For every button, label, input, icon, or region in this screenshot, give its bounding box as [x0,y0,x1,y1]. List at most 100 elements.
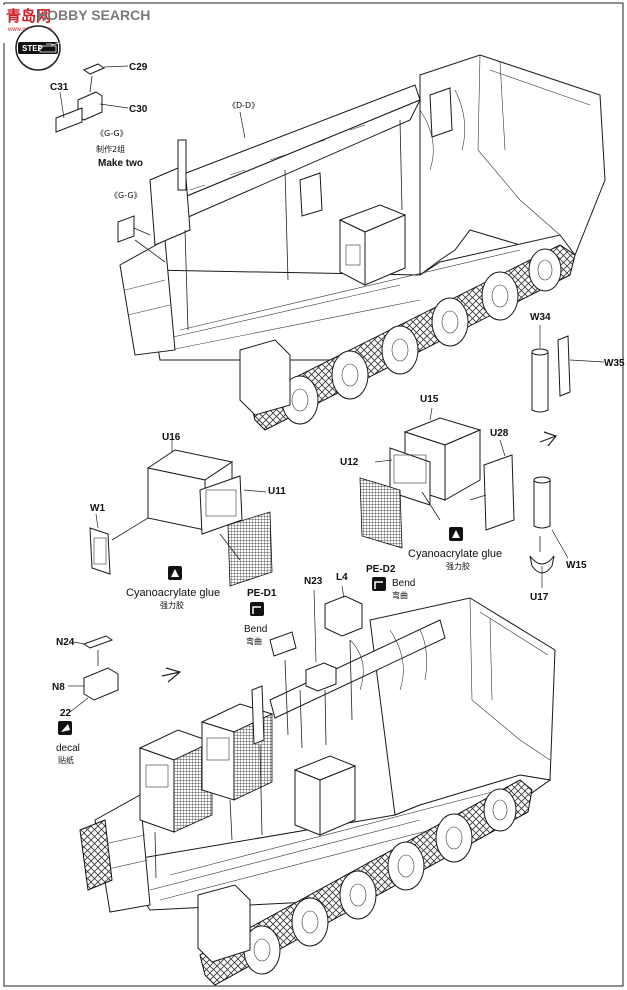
lower-hull-right-wall-detail [469,597,551,761]
watermark-brand-text: HOBBY SEARCH [37,7,150,23]
part-w34-icon [531,351,549,413]
label-n8: N8 [52,682,65,693]
front-housing-lower [197,884,251,963]
part-u28-icon [483,454,515,531]
part-w15-icon [533,479,551,529]
installed-box-left-frame [145,764,169,788]
label-w15: W15 [566,560,587,571]
box-left-panel-u11 [199,475,243,535]
label-c31: C31 [50,82,69,93]
label-bend-left-en: Bend [244,624,267,635]
bend-note-right [372,577,386,591]
part-w15-u17 [529,476,569,588]
label-dd: 《D-D》 [228,101,259,110]
label-w35: W35 [604,358,625,369]
label-u28: U28 [490,428,509,439]
label-u12: U12 [340,457,359,468]
bracket-c29-c30-c31 [55,63,129,133]
equipment-box-hatch [345,244,361,266]
bracket-gg-upright [177,139,187,191]
hull-right-wall [419,54,606,276]
glue-note-left-en: Cyanoacrylate glue [126,587,220,599]
road-wheels-lower [243,788,517,975]
decal-note [58,721,72,735]
part-l4-icon [324,595,363,637]
mesh-pe-d1 [227,511,273,587]
label-w1: W1 [90,503,105,514]
glue-note-left [168,566,182,580]
lower-hull-assembly [68,585,556,986]
label-pe-d1: PE-D1 [247,588,277,599]
label-decal-num: 22 [60,708,72,719]
label-n24: N24 [56,637,75,648]
hull-floor-rails [159,249,521,351]
mesh-pe-d2 [359,477,403,549]
glue-note-right [449,527,463,541]
part-u17-icon [529,555,555,574]
part-gg-left [117,215,151,243]
hull-cables [419,89,466,171]
lower-equipment-box-side [319,765,356,836]
installed-box-left-front [139,747,175,833]
box-left-panel-frame [205,489,237,517]
part-gg-left-icon [117,215,135,243]
box-right-panel-frame [393,454,427,484]
label-l4: L4 [336,572,348,583]
label-bend-right-en: Bend [392,578,415,589]
hull-fitting-lower-a [269,631,297,657]
panel-dd-holes [189,124,366,191]
glue-note-right-cn: 强力胶 [446,561,470,571]
part-c31-icon [55,107,83,133]
label-decal-cn: 贴纸 [58,755,74,765]
label-pe-d2: PE-D2 [366,564,396,575]
flow-arrow-icon-right [539,431,558,447]
lower-hull-cables [349,629,427,691]
box-u16-u11-assembly [89,440,273,587]
glue-note-right-en: Cyanoacrylate glue [408,548,502,560]
label-w34: W34 [530,312,551,323]
part-w34-w35 [531,325,605,413]
step-badge-bar [18,42,58,54]
box-u12-u15-assembly [359,407,515,549]
label-decal-en: decal [56,743,80,754]
label-gg-top: 《G-G》 [96,129,128,138]
label-c29: C29 [129,62,148,73]
front-housing-upper [239,339,291,416]
watermark-cn-text: 青岛网 [6,7,51,25]
glue-note-left-cn: 强力胶 [160,600,184,610]
part-c29-icon [82,63,106,75]
assembly-arrows-lower [154,639,353,879]
hull-fitting-lower-b [251,685,265,745]
label-bend-left-cn: 弯曲 [246,636,262,646]
bend-icon-right [372,577,386,591]
page-border [3,2,624,987]
lower-equipment-box-front [294,769,321,836]
hull-rear-wall-detail [124,279,171,316]
hull-fitting-a [429,87,453,138]
step-tank-icon [39,42,61,53]
hull-fitting-b [299,172,323,217]
assembly-arrows-upper [134,119,403,331]
part-n23-icon [305,662,337,692]
label-gg-left: 《G-G》 [110,191,142,200]
label-make-two-cn: 制作2组 [96,144,125,154]
installed-box-right-frame [206,737,230,761]
equipment-box-side [364,214,406,286]
road-wheels-upper [281,248,562,425]
part-n8-icon [83,667,119,701]
part-w35-icon [557,335,571,397]
panel-dd [154,84,421,206]
flow-arrow-icon-left [161,667,182,683]
track-lower-rear [79,819,113,891]
label-u15: U15 [420,394,439,405]
step-badge: STEP [15,25,61,71]
label-bend-right-cn: 弯曲 [392,590,408,600]
bend-icon-left [250,602,264,616]
installed-box-right-front [201,721,235,801]
label-u17: U17 [530,592,549,603]
hull-right-wall-detail [477,54,591,236]
label-make-two-en: Make two [98,158,143,169]
label-u16: U16 [162,432,181,443]
label-n23: N23 [304,576,323,587]
